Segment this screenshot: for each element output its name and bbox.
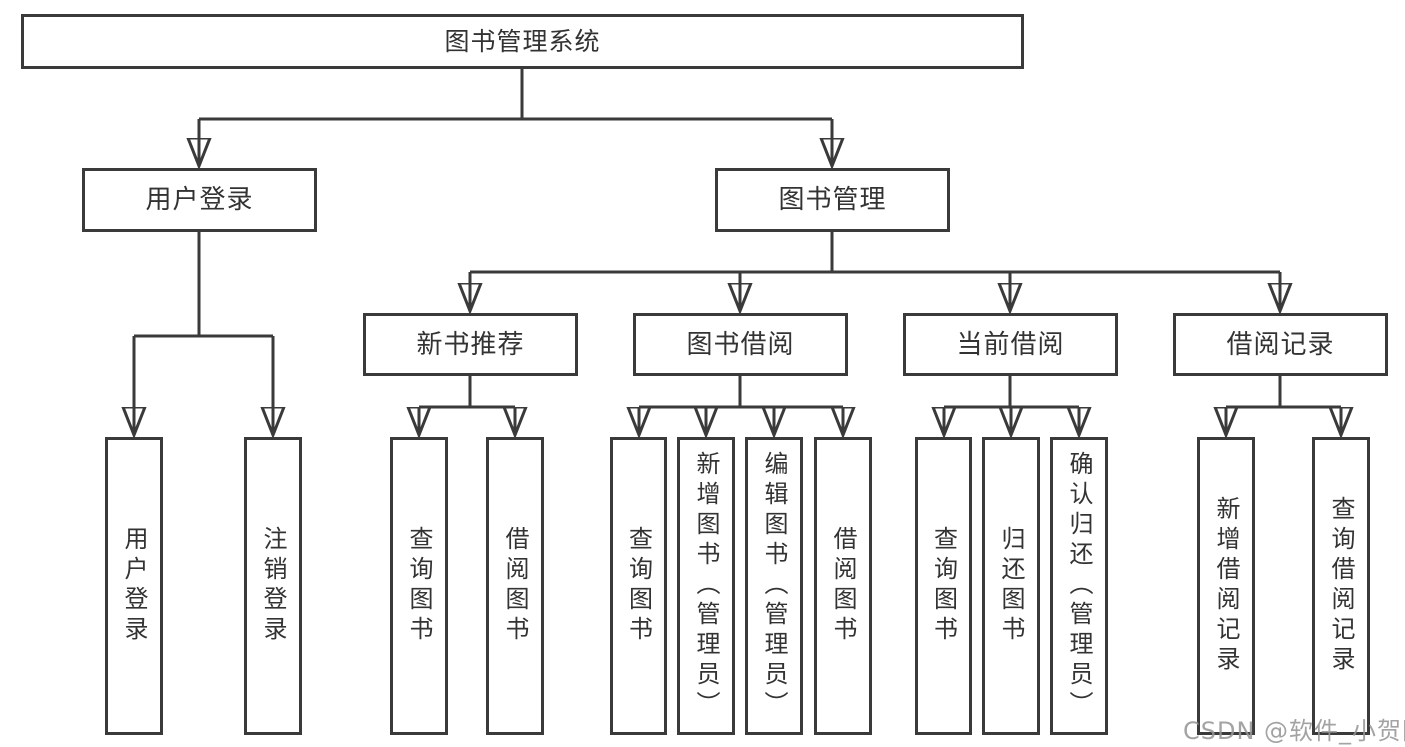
node-current-borrow: 当前借阅 (903, 313, 1118, 376)
leaf-query-borrow-record: 查询借阅记录 (1312, 437, 1370, 735)
node-book-management: 图书管理 (715, 168, 950, 232)
connector-new-book-children (419, 376, 515, 435)
leaf-edit-book-admin: 编辑图书（管理员） (745, 437, 803, 735)
leaf-borrow-book-recommend: 借阅图书 (486, 437, 544, 735)
leaf-add-book-admin: 新增图书（管理员） (677, 437, 735, 735)
leaf-user-login: 用户登录 (105, 437, 163, 735)
connector-borrow-record-children (1226, 376, 1341, 435)
leaf-query-book-current: 查询图书 (915, 437, 972, 735)
connector-user-login-children (134, 232, 273, 435)
connector-book-borrow-children (639, 376, 843, 435)
node-borrow-record: 借阅记录 (1173, 313, 1388, 376)
leaf-add-borrow-record: 新增借阅记录 (1197, 437, 1255, 735)
connector-root-to-level2 (199, 68, 832, 166)
leaf-query-book-recommend: 查询图书 (390, 437, 448, 735)
connector-current-borrow-children (944, 376, 1079, 435)
leaf-query-book-borrow: 查询图书 (610, 437, 667, 735)
leaf-borrow-book: 借阅图书 (814, 437, 872, 735)
node-library-system: 图书管理系统 (21, 14, 1024, 69)
leaf-logout: 注销登录 (244, 437, 302, 735)
leaf-confirm-return-admin: 确认归还（管理员） (1050, 437, 1108, 735)
csdn-watermark: CSDN @软件_小贺同学 (1183, 717, 1405, 745)
leaf-return-book: 归还图书 (982, 437, 1040, 735)
node-new-book-recommend: 新书推荐 (363, 313, 578, 376)
node-book-borrow: 图书借阅 (633, 313, 848, 376)
node-user-login: 用户登录 (82, 168, 317, 232)
connector-book-mgmt-children (470, 232, 1280, 311)
